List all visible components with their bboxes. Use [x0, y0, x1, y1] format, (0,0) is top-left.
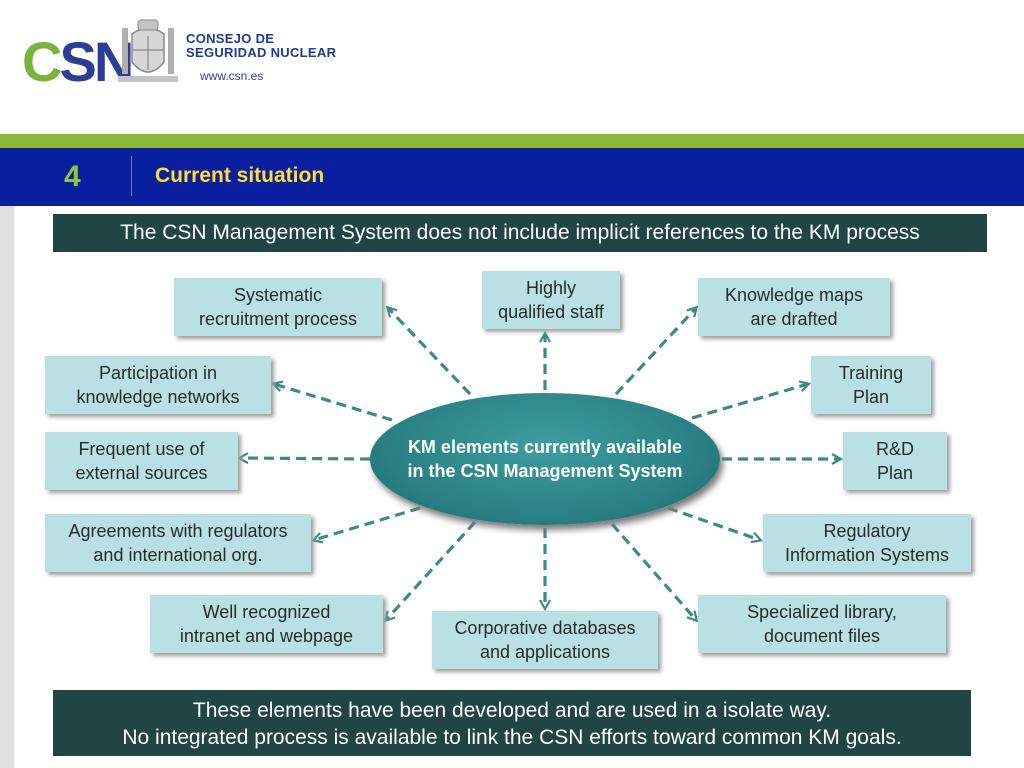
- arrow-knowledge-maps: [614, 308, 696, 396]
- arrow-knowledge-networks: [274, 384, 393, 422]
- logo-letter-c: C: [22, 30, 62, 93]
- website-url[interactable]: www.csn.es: [200, 69, 264, 83]
- logo-letter-s: S: [59, 30, 96, 93]
- coat-of-arms-icon: [118, 19, 178, 82]
- node-knowledge-networks: Participation in knowledge networks: [45, 356, 271, 414]
- node-rd-plan: R&D Plan: [843, 432, 947, 490]
- conclusion-line-2: No integrated process is available to li…: [122, 726, 902, 749]
- node-training-plan: Training Plan: [811, 356, 931, 414]
- arrow-training-plan: [691, 384, 808, 420]
- arrow-agreements: [314, 506, 421, 540]
- center-node-km-elements: KM elements currently available in the C…: [370, 393, 720, 525]
- arrow-specialized-library: [610, 522, 696, 620]
- arrow-external-sources: [240, 458, 371, 459]
- left-side-bar: [0, 206, 14, 768]
- node-specialized-library: Specialized library, document files: [698, 595, 946, 653]
- node-regulatory-information-systems: Regulatory Information Systems: [763, 514, 971, 572]
- organization-name: CONSEJO DE SEGURIDAD NUCLEAR: [186, 32, 336, 60]
- org-name-line-1: CONSEJO DE: [186, 31, 275, 46]
- statement-banner: The CSN Management System does not inclu…: [53, 214, 987, 252]
- section-number: 4: [64, 160, 81, 193]
- node-knowledge-maps: Knowledge maps are drafted: [698, 278, 890, 336]
- header-band: [0, 148, 1024, 206]
- node-agreements-regulators: Agreements with regulators and internati…: [45, 514, 311, 572]
- section-title: Current situation: [155, 164, 325, 187]
- arrow-recruitment: [388, 308, 472, 396]
- org-name-line-2: SEGURIDAD NUCLEAR: [186, 45, 337, 60]
- arrow-intranet: [386, 520, 477, 620]
- node-corporative-databases: Corporative databases and applications: [432, 611, 658, 669]
- header-divider: [131, 156, 132, 196]
- arrow-regulatory-systems: [667, 506, 760, 540]
- node-external-sources: Frequent use of external sources: [45, 432, 238, 490]
- node-intranet-webpage: Well recognized intranet and webpage: [150, 595, 383, 653]
- conclusion-line-1: These elements have been developed and a…: [192, 699, 832, 722]
- node-systematic-recruitment: Systematic recruitment process: [174, 278, 382, 336]
- node-highly-qualified-staff: Highly qualified staff: [482, 271, 620, 329]
- conclusion-banner: These elements have been developed and a…: [53, 690, 971, 756]
- header-accent-band: [0, 134, 1024, 148]
